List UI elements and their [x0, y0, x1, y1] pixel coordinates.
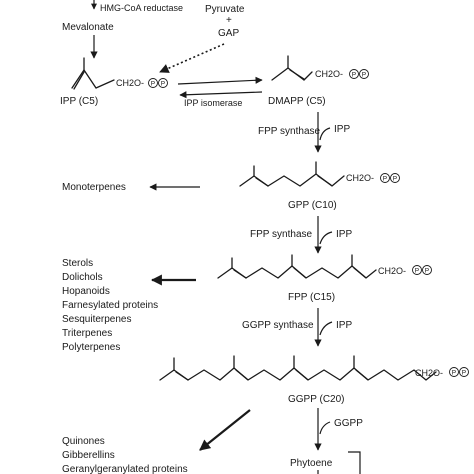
ggpp-double-bond-2 [235, 369, 248, 380]
list-item: Polyterpenes [62, 342, 120, 353]
fpp-double-bond-2 [293, 267, 306, 278]
hmg-coa-reductase-label: HMG-CoA reductase [100, 3, 183, 13]
phosphate-letter: P [383, 176, 387, 183]
step-1-enzyme: FPP synthase [258, 126, 321, 137]
gpp-chain [239, 173, 345, 187]
fpp-double-bond-1 [233, 269, 247, 279]
gpp-double-bond-1 [255, 177, 269, 187]
step-3: GGPP synthase IPP [242, 308, 352, 347]
step-2-enzyme: FPP synthase [250, 229, 313, 240]
fpp-tail-text: CH2O- [378, 266, 406, 276]
ipp-double-bond [73, 71, 85, 90]
dmapp-label: DMAPP (C5) [268, 96, 326, 107]
ggpp-structure: CH2O- P P GGPP (C20) [159, 355, 469, 405]
phosphate-letter: P [352, 72, 356, 79]
gpp-structure: CH2O- P P GPP (C10) [239, 161, 400, 211]
ggpp-double-bond-4 [355, 369, 368, 380]
fpp-label: FPP (C15) [288, 292, 335, 303]
step-1: FPP synthase IPP [258, 112, 350, 153]
phosphate-letter: P [415, 268, 419, 275]
phosphate-letter: P [161, 81, 165, 88]
step-4: GGPP Phytoene [290, 408, 363, 474]
list-item: Sterols [62, 258, 93, 269]
list-item: Sesquiterpenes [62, 314, 132, 325]
step-3-enzyme: GGPP synthase [242, 320, 314, 331]
phosphate-icon [349, 69, 359, 79]
phosphate-letter: P [393, 176, 397, 183]
phosphate-icon [359, 69, 369, 79]
top-header: HMG-CoA reductase Pyruvate + GAP Mevalon… [62, 0, 245, 73]
step-2-cofactor-curve [319, 231, 333, 245]
ggpp-products-list: Quinones Gibberellins Geranylgeranylated… [62, 436, 188, 474]
dmapp-structure: CH2O- P P DMAPP (C5) [268, 55, 369, 107]
gap-label: GAP [218, 28, 239, 39]
phosphate-icon [390, 173, 400, 183]
ggpp-double-bond-1 [175, 371, 189, 381]
list-item: Farnesylated proteins [62, 300, 158, 311]
phosphate-icon [459, 367, 469, 377]
phosphate-icon [412, 265, 422, 275]
phosphate-letter: P [462, 370, 466, 377]
step-2-cofactor: IPP [336, 229, 352, 240]
fpp-chain [217, 265, 377, 279]
step-1-cofactor-curve [319, 127, 331, 141]
dmapp-tail-text: CH2O- [315, 69, 343, 79]
list-item: Geranylgeranylated proteins [62, 464, 188, 474]
ipp-label: IPP (C5) [60, 96, 98, 107]
list-item: Triterpenes [62, 328, 112, 339]
phosphate-icon [449, 367, 459, 377]
ipp-tail-text: CH2O- [116, 78, 144, 88]
dmapp-chain [303, 71, 313, 81]
ipp-chain [95, 79, 115, 89]
list-item: Dolichols [62, 272, 103, 283]
step-4-cofactor-curve [319, 421, 331, 435]
forward-arrow [177, 76, 263, 85]
phosphate-letter: P [452, 370, 456, 377]
phosphate-icon [380, 173, 390, 183]
phytoene-label: Phytoene [290, 458, 333, 469]
phosphate-icon [422, 265, 432, 275]
phosphate-letter: P [151, 81, 155, 88]
ipp-structure: CH2O- P P IPP (C5) [60, 57, 168, 107]
step-2: FPP synthase IPP [250, 216, 352, 254]
phosphate-letter: P [425, 268, 429, 275]
fpp-structure: CH2O- P P FPP (C15) [217, 254, 432, 303]
phosphate-letter: P [362, 72, 366, 79]
ggpp-tail-text: CH2O- [415, 368, 443, 378]
fpp-products-list: Sterols Dolichols Hopanoids Farnesylated… [62, 258, 158, 353]
ggpp-double-bond-3 [295, 369, 308, 380]
fpp-double-bond-3 [353, 267, 366, 278]
gap-to-ipp-dotted-arrow [159, 43, 225, 73]
list-item: Gibberellins [62, 450, 115, 461]
list-item: Hopanoids [62, 286, 110, 297]
ggpp-label: GGPP (C20) [288, 394, 345, 405]
ggpp-chain [159, 367, 437, 381]
gpp-label: GPP (C10) [288, 200, 337, 211]
step-4-cofactor: GGPP [334, 418, 363, 429]
gpp-double-bond-2 [317, 175, 332, 186]
ipp-isomerase-label: IPP isomerase [184, 98, 242, 108]
step-3-cofactor-curve [319, 321, 333, 336]
phosphate-icon [148, 78, 158, 88]
dmapp-skeleton [271, 67, 305, 81]
phytoene-bracket [348, 451, 361, 474]
plus-sign: + [226, 15, 232, 26]
pyruvate-label: Pyruvate [205, 4, 245, 15]
list-item: Quinones [62, 436, 105, 447]
isomerase-equilibrium: IPP isomerase [177, 76, 263, 108]
phosphate-icon [158, 78, 168, 88]
monoterpenes-label: Monoterpenes [62, 182, 126, 193]
step-3-cofactor: IPP [336, 320, 352, 331]
dmapp-double-bond [289, 69, 305, 80]
step-1-cofactor: IPP [334, 124, 350, 135]
ggpp-to-products-arrow [199, 409, 251, 451]
reverse-arrow [179, 91, 263, 99]
mevalonate-label: Mevalonate [62, 22, 114, 33]
gpp-tail-text: CH2O- [346, 173, 374, 183]
